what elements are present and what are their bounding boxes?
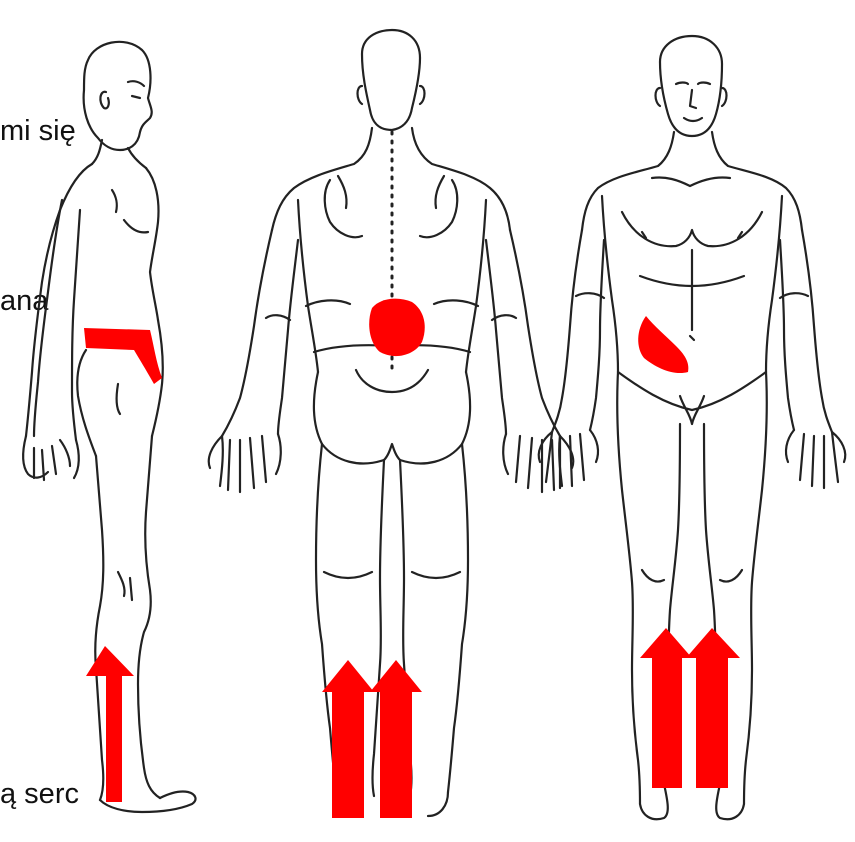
back-arm-left xyxy=(222,230,298,436)
front-abdomen-marker xyxy=(638,316,688,373)
side-head xyxy=(84,42,152,150)
side-leg-back xyxy=(95,456,103,800)
back-arm-right xyxy=(486,230,560,436)
front-arm-right xyxy=(780,230,832,432)
arrow-up-icon xyxy=(322,660,374,818)
side-arm xyxy=(34,200,80,440)
side-hand xyxy=(23,436,79,480)
side-neck xyxy=(92,140,146,168)
arrow-up-icon xyxy=(640,628,692,788)
front-hand-left xyxy=(539,430,598,488)
arrow-up-icon xyxy=(86,646,134,802)
back-hand-right xyxy=(503,434,573,492)
side-ear xyxy=(100,92,108,109)
arrow-up-icon xyxy=(370,660,422,818)
back-buttocks xyxy=(314,372,470,463)
arrow-up-icon xyxy=(686,628,740,788)
front-arm-left xyxy=(552,230,604,432)
side-leg-front xyxy=(138,436,160,798)
back-lowerback-marker xyxy=(369,299,425,356)
back-head xyxy=(362,30,420,130)
back-hand-left xyxy=(209,434,281,492)
front-hand-right xyxy=(786,430,845,488)
side-front xyxy=(146,168,159,320)
front-shoulders xyxy=(582,132,802,230)
front-figure xyxy=(539,36,846,819)
side-waist-marker xyxy=(84,328,162,384)
